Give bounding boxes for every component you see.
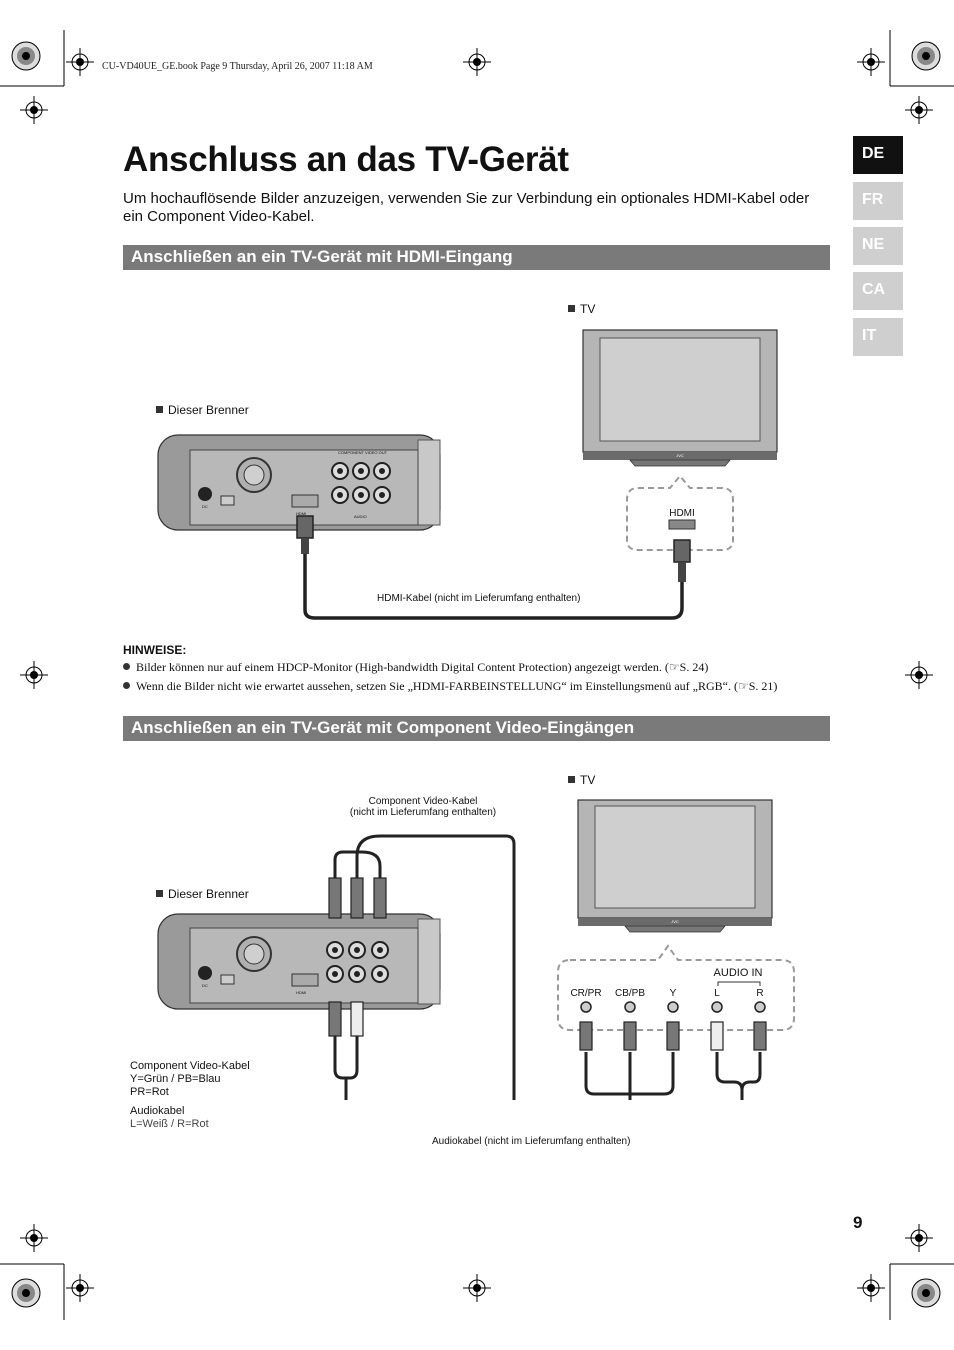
legend-component-line2: PR=Rot	[130, 1086, 169, 1098]
svg-text:DC: DC	[202, 504, 208, 509]
hdmi-cable-label: HDMI-Kabel (nicht im Lieferumfang enthal…	[377, 593, 581, 604]
svg-text:HDMI: HDMI	[296, 511, 306, 516]
svg-text:AUDIO IN: AUDIO IN	[714, 967, 763, 979]
audio-cable-label: Audiokabel (nicht im Lieferumfang enthal…	[432, 1136, 631, 1147]
legend-component-title: Component Video-Kabel	[130, 1060, 250, 1072]
lang-tab-it[interactable]: IT	[853, 318, 903, 356]
tv-label-component: TV	[568, 773, 595, 787]
svg-text:L: L	[714, 988, 720, 999]
section-heading-hdmi: Anschließen an ein TV-Gerät mit HDMI-Ein…	[123, 245, 830, 270]
svg-text:Y: Y	[670, 988, 677, 999]
tv-flat-icon-2: JVC	[577, 799, 773, 933]
lang-tab-fr[interactable]: FR	[853, 182, 903, 220]
svg-text:JVC: JVC	[671, 919, 679, 924]
lang-tab-de[interactable]: DE	[853, 136, 903, 174]
svg-text:DC: DC	[202, 983, 208, 988]
svg-text:HDMI: HDMI	[669, 508, 695, 519]
hdmi-plug-device-side	[296, 515, 314, 554]
tv-jacks-callout	[557, 944, 795, 1031]
lang-tab-ca[interactable]: CA	[853, 272, 903, 310]
lang-tab-ne[interactable]: NE	[853, 227, 903, 265]
intro-paragraph: Um hochauflösende Bilder anzuzeigen, ver…	[123, 190, 810, 225]
svg-text:CR/PR: CR/PR	[570, 988, 601, 999]
audio-cable-line	[333, 1035, 762, 1100]
component-cable-line	[333, 834, 632, 1100]
svg-text:COMPONENT VIDEO OUT: COMPONENT VIDEO OUT	[338, 450, 388, 455]
svg-text:HDMI: HDMI	[296, 990, 306, 995]
component-connection-diagram: JVC AUDIO IN CR/PR CB/PB Y L R DC HDMI	[157, 799, 795, 1100]
hdmi-cable-line	[303, 552, 684, 620]
note-item-1: Bilder können nur auf einem HDCP-Monitor…	[123, 660, 708, 675]
burner-label-component: Dieser Brenner	[156, 887, 249, 901]
svg-text:CB/PB: CB/PB	[615, 988, 645, 999]
tv-label-hdmi: TV	[568, 302, 595, 316]
tv-flat-icon: JVC	[582, 329, 778, 467]
legend-audio-title: Audiokabel	[130, 1105, 185, 1117]
legend-audio-line: L=Weiß / R=Rot	[130, 1118, 209, 1130]
svg-text:JVC: JVC	[676, 453, 684, 458]
section-heading-component: Anschließen an ein TV-Gerät mit Componen…	[123, 716, 830, 741]
page-number: 9	[853, 1213, 863, 1232]
component-cable-label: Component Video-Kabel (nicht im Lieferum…	[349, 796, 497, 818]
page-title: Anschluss an das TV-Gerät	[123, 140, 569, 179]
cable-legend: Component Video-Kabel Y=Grün / PB=Blau P…	[130, 1060, 250, 1131]
svg-text:R: R	[756, 988, 763, 999]
hdmi-plug-tv-side	[673, 539, 691, 582]
burner-device-icon-2: DC HDMI	[157, 913, 441, 1010]
legend-component-line1: Y=Grün / PB=Blau	[130, 1073, 221, 1085]
burner-device-icon: COMPONENT VIDEO OUT AUDIO DC HDMI	[157, 434, 441, 531]
note-item-2: Wenn die Bilder nicht wie erwartet ausse…	[123, 679, 777, 694]
burner-label-hdmi: Dieser Brenner	[156, 403, 249, 417]
hdmi-connection-diagram: JVC HDMI COMPONENT VIDEO OUT AUDIO DC HD…	[157, 329, 778, 620]
book-header-line: CU-VD40UE_GE.book Page 9 Thursday, April…	[102, 61, 373, 72]
svg-text:AUDIO: AUDIO	[354, 514, 367, 519]
hdmi-port-callout	[626, 474, 734, 551]
notes-title: HINWEISE:	[123, 643, 187, 657]
